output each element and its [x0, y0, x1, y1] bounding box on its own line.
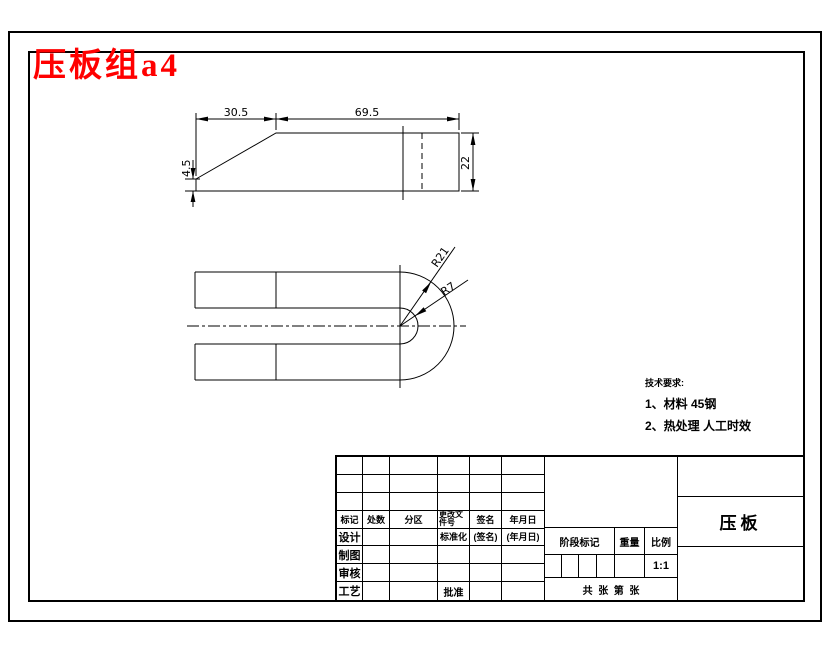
approve-label: 批准 [438, 582, 470, 600]
tech-requirement-item: 1、材料 45钢 [645, 397, 717, 411]
stage-mark-cells: 1:1 [545, 555, 677, 578]
scale-value: 1:1 [653, 560, 669, 572]
standardization-label: 标准化 [438, 528, 470, 547]
side-view: 30.5 69.5 4.5 22 [180, 106, 479, 207]
dim-69-5: 69.5 [355, 106, 380, 119]
row-label-draw: 制图 [337, 546, 363, 565]
col-header-date: 年月日 [502, 510, 545, 529]
drawing-title: 压板组a4 [33, 48, 180, 84]
part-name: 压板 [678, 497, 803, 547]
outer-border [8, 31, 822, 622]
material-box [545, 457, 677, 528]
row-label-design: 设计 [337, 528, 363, 547]
col-header-doc: 更改文件号 [438, 510, 470, 529]
sheet-info: 共 张 第 张 [582, 585, 640, 597]
title-block: 标记 处数 分区 更改文件号 签名 年月日 设计 标准化 (签名) (年月日) … [335, 455, 805, 602]
col-header-zone: 分区 [390, 510, 438, 529]
side-view-outline [195, 132, 460, 192]
date-hint: (年月日) [502, 528, 545, 547]
stage-row: 阶段标记 重量 比例 [545, 528, 677, 555]
weight-value-cell [615, 555, 645, 577]
radius-slot-label: R7 [438, 280, 457, 299]
col-header-sign: 签名 [470, 510, 502, 529]
revision-table: 标记 处数 分区 更改文件号 签名 年月日 设计 标准化 (签名) (年月日) … [337, 457, 545, 600]
stage-mark-label: 阶段标记 [545, 528, 615, 554]
dim-22: 22 [459, 156, 472, 170]
title-block-middle: 阶段标记 重量 比例 1:1 共 张 第 张 [545, 457, 677, 600]
dim-4-5: 4.5 [180, 160, 193, 178]
col-header-mark: 标记 [337, 510, 363, 529]
scale-label: 比例 [651, 537, 671, 549]
dim-30-5: 30.5 [224, 106, 249, 119]
title-block-right: 压板 [677, 457, 803, 600]
signature-hint: (签名) [470, 528, 502, 547]
tech-requirements-heading: 技术要求: [645, 378, 684, 388]
tech-requirements: 技术要求: 1、材料 45钢 2、热处理 人工时效 [645, 378, 752, 433]
drawing-number-box [678, 547, 803, 600]
col-header-count: 处数 [363, 510, 390, 529]
company-box [678, 457, 803, 497]
tech-requirement-item: 2、热处理 人工时效 [645, 419, 752, 433]
weight-label: 重量 [615, 528, 645, 554]
top-view: R21 R7 [187, 245, 469, 388]
row-label-check: 审核 [337, 564, 363, 583]
row-label-process: 工艺 [337, 582, 363, 600]
